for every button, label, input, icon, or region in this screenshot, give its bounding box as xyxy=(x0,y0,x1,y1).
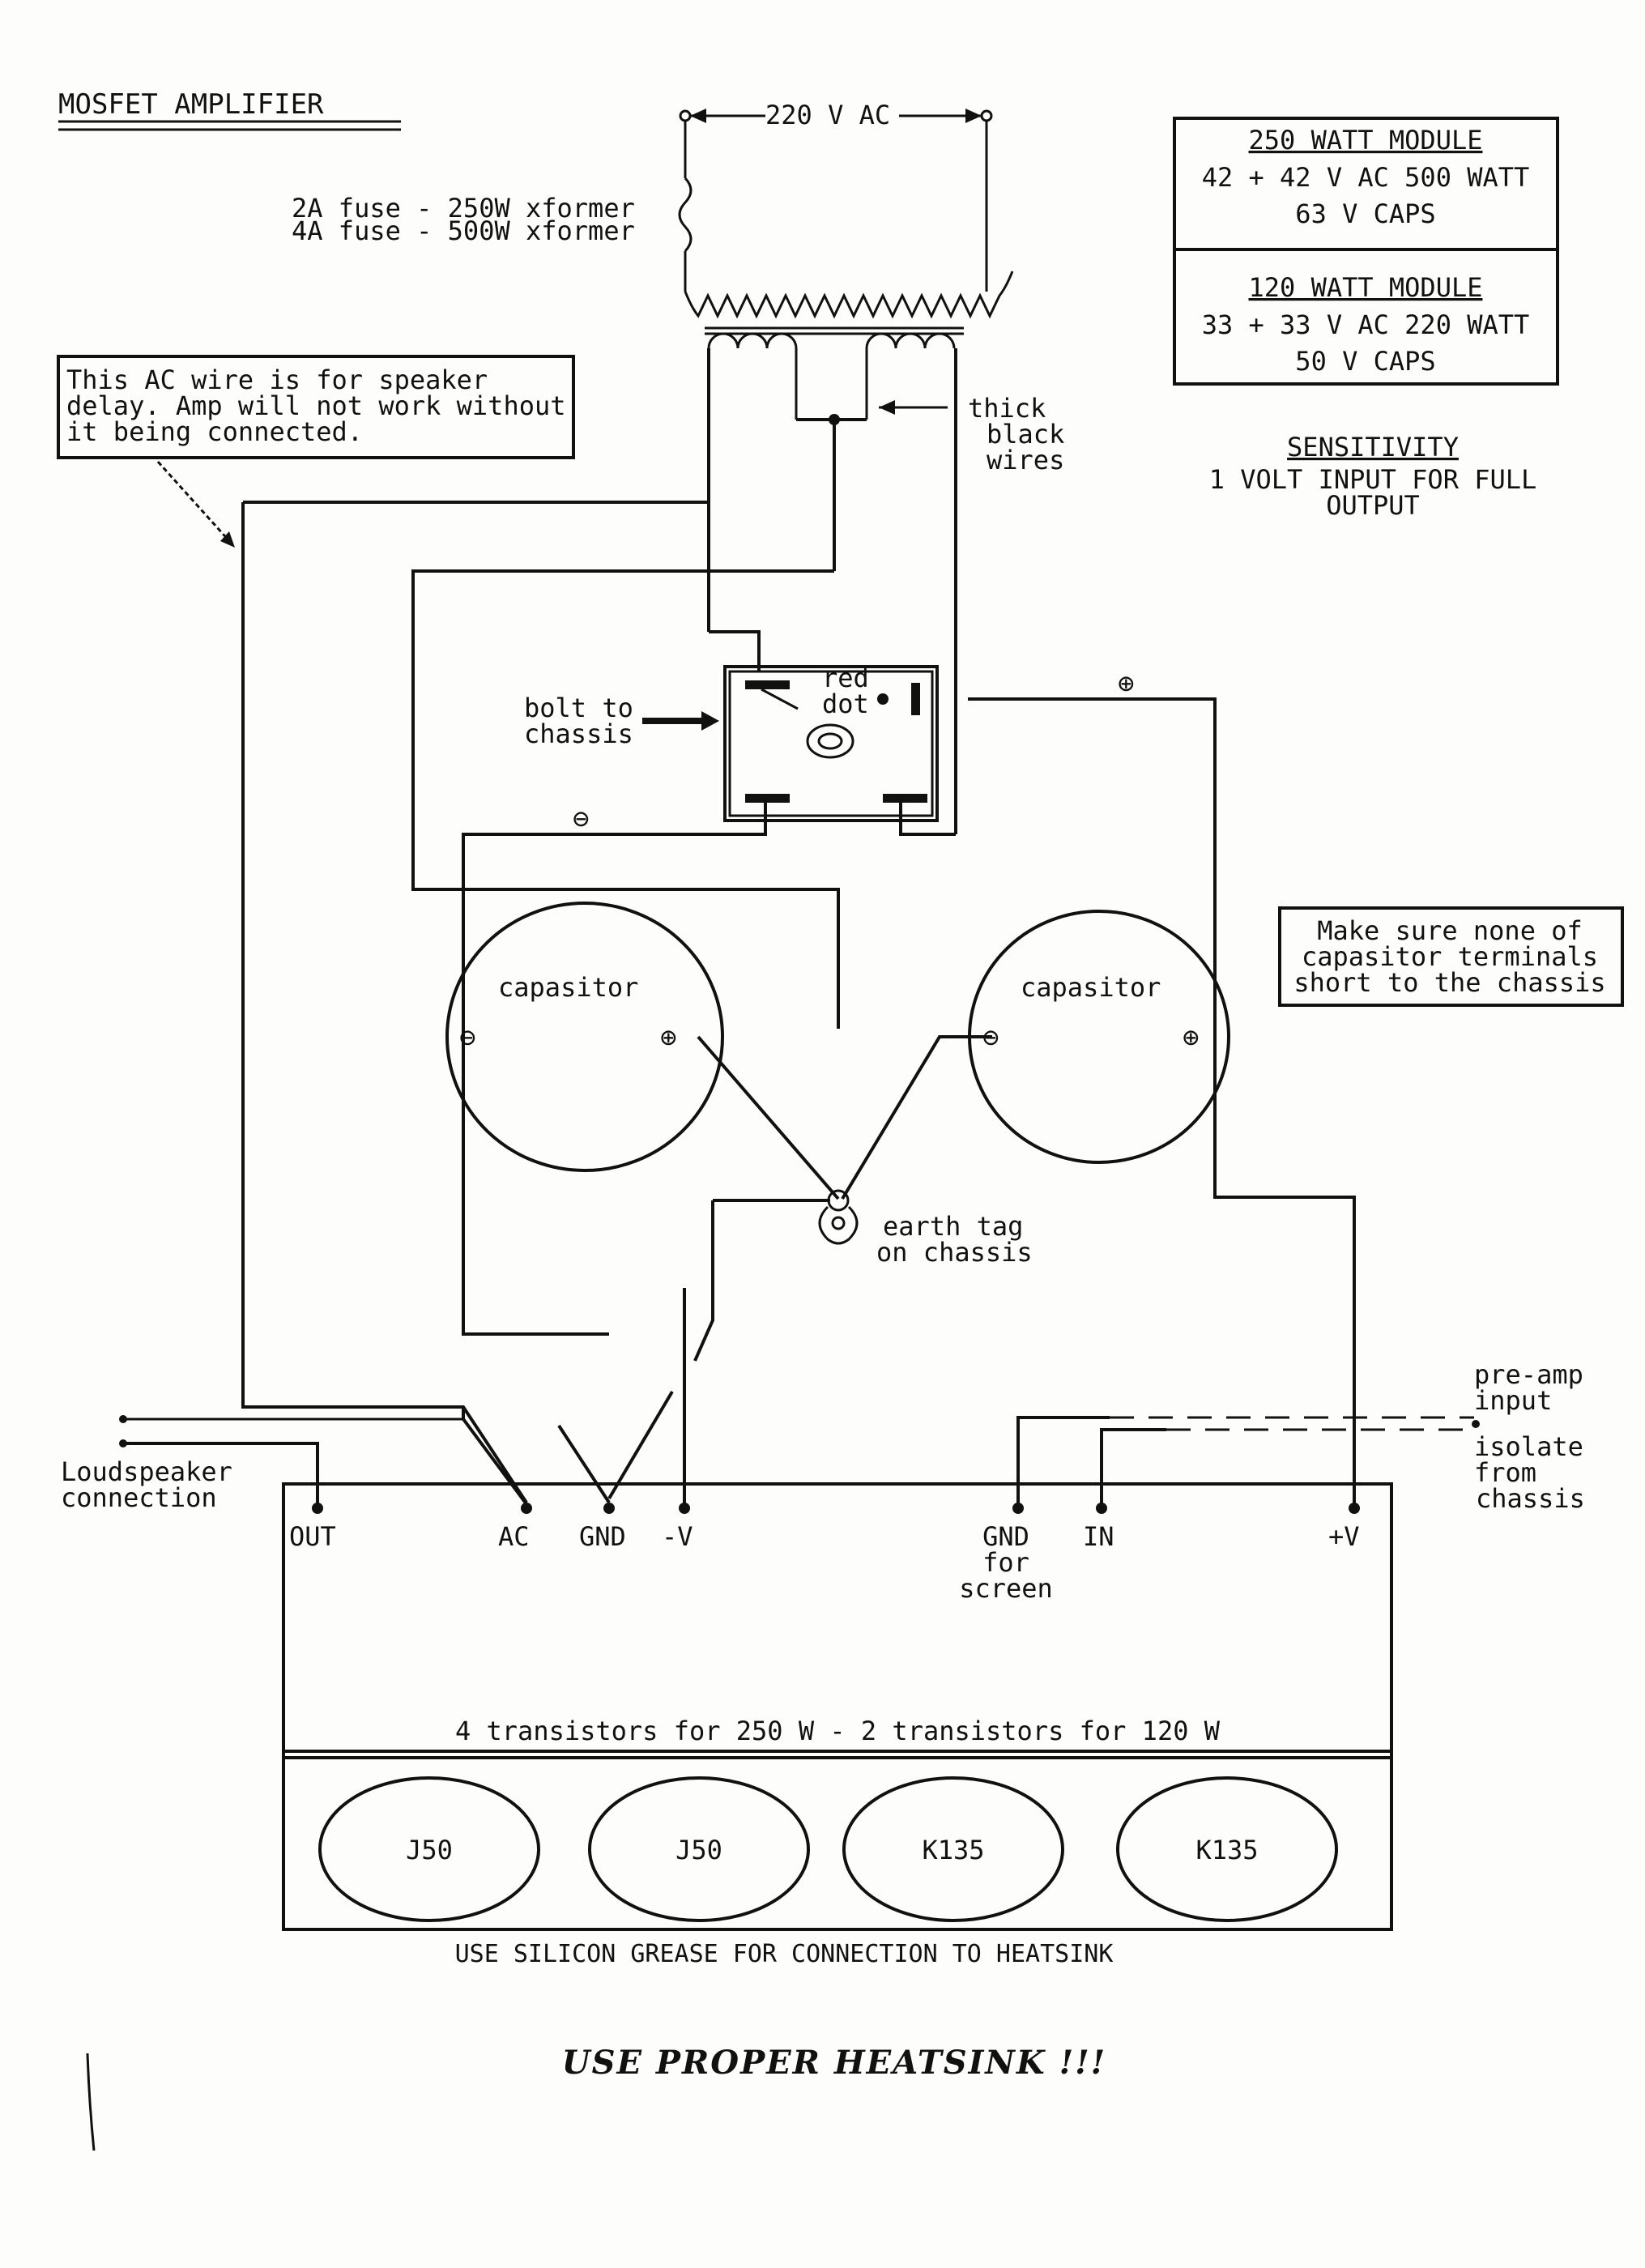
mains-voltage-label: 220 V AC xyxy=(765,100,890,130)
module-250-line-1: 42 + 42 V AC 500 WATT xyxy=(1202,162,1530,193)
red-dot-label: red xyxy=(822,663,869,693)
speaker-delay-note-box xyxy=(57,355,575,459)
transistor-4: K135 xyxy=(1116,1776,1338,1922)
loudspeaker-label-2: connection xyxy=(61,1482,217,1513)
pin-ac xyxy=(521,1503,532,1514)
centre-tap-wire xyxy=(411,569,840,1029)
short-warning-line-2: capasitor terminals xyxy=(1302,941,1598,972)
capacitor-left-pos: ⊕ xyxy=(660,1021,676,1054)
sensitivity-title: SENSITIVITY xyxy=(1287,432,1459,463)
negative-rail-sign: ⊖ xyxy=(573,803,589,835)
pin-out xyxy=(312,1503,323,1514)
isolate-label-1: isolate xyxy=(1474,1431,1583,1462)
sensitivity-line-1: 1 VOLT INPUT FOR FULL xyxy=(1209,464,1537,495)
module-120-title: 120 WATT MODULE xyxy=(1249,272,1483,303)
transistor-count-note: 4 transistors for 250 W - 2 transistors … xyxy=(455,1716,1221,1746)
pin-gnd-label: GND xyxy=(579,1521,626,1552)
amplifier-module xyxy=(282,1482,1393,1931)
bolt-label-1: bolt to xyxy=(524,693,633,723)
sensitivity-line-2: OUTPUT xyxy=(1326,490,1420,521)
transistor-3: K135 xyxy=(842,1776,1064,1922)
module-120-line-2: 50 V CAPS xyxy=(1295,346,1435,377)
pin-in xyxy=(1096,1503,1107,1514)
speaker-delay-note-line-3: it being connected. xyxy=(66,416,363,447)
capacitor-left: capasitor ⊖ ⊕ xyxy=(445,902,724,1172)
mains-input: 220 V AC xyxy=(679,100,993,292)
pin-pos-v xyxy=(1349,1503,1360,1514)
pin-gnd-screen xyxy=(1012,1503,1024,1514)
preamp-label-2: input xyxy=(1474,1385,1552,1416)
positive-rail-wire xyxy=(968,697,1356,1505)
bolt-label-2: chassis xyxy=(524,718,633,749)
svg-text:J50: J50 xyxy=(406,1835,453,1865)
isolate-label-2: from xyxy=(1474,1457,1536,1488)
negative-rail-wire xyxy=(462,802,767,1037)
module-120-line-1: 33 + 33 V AC 220 WATT xyxy=(1202,309,1530,340)
pin-pos-v-label: +V xyxy=(1328,1521,1360,1552)
transistor-1: J50 xyxy=(318,1776,540,1922)
pin-in-label: IN xyxy=(1083,1521,1114,1552)
fuse xyxy=(678,177,693,292)
bridge-rectifier: red dot xyxy=(723,663,939,822)
transformer-symbol xyxy=(684,271,1014,830)
fuse-500w-label: 4A fuse - 500W xformer xyxy=(292,215,635,246)
short-warning-line-3: short to the chassis xyxy=(1293,967,1605,998)
pin-gnd-screen-label-2: for xyxy=(982,1547,1029,1578)
pin-out-label: OUT xyxy=(289,1521,336,1552)
earth-tag-label-1: earth tag xyxy=(883,1211,1023,1242)
earth-tag-label-2: on chassis xyxy=(876,1237,1033,1268)
isolate-label-3: chassis xyxy=(1476,1483,1585,1514)
short-warning-line-1: Make sure none of xyxy=(1317,915,1583,946)
transistor-2: J50 xyxy=(588,1776,810,1922)
loudspeaker-label-1: Loudspeaker xyxy=(61,1456,232,1487)
pin-gnd xyxy=(603,1503,615,1514)
module-250-title: 250 WATT MODULE xyxy=(1249,125,1483,156)
pin-neg-v-label: -V xyxy=(662,1521,693,1552)
red-dot-label-2: dot xyxy=(822,688,869,719)
short-warning-box xyxy=(1278,906,1624,1007)
capacitor-right-label: capasitor xyxy=(1021,972,1161,1003)
svg-text:J50: J50 xyxy=(675,1835,722,1865)
thick-wires-label-3: wires xyxy=(987,445,1064,475)
capacitor-left-label: capasitor xyxy=(498,972,638,1003)
pin-ac-label: AC xyxy=(498,1521,530,1552)
speaker-delay-note-line-1: This AC wire is for speaker xyxy=(66,364,488,395)
speaker-delay-arrow xyxy=(156,460,232,544)
speaker-delay-note-line-2: delay. Amp will not work without xyxy=(66,390,566,421)
capacitor-right-pos: ⊕ xyxy=(1183,1021,1199,1054)
pin-neg-v xyxy=(679,1503,690,1514)
margin-mark xyxy=(86,2053,96,2151)
positive-rail-sign: ⊕ xyxy=(1118,667,1134,700)
diagram-title: MOSFET AMPLIFIER xyxy=(58,88,324,121)
fuse-250w-label: 2A fuse - 250W xformer xyxy=(292,193,635,224)
module-250-line-2: 63 V CAPS xyxy=(1295,198,1435,229)
silicon-grease-note: USE SILICON GREASE FOR CONNECTION TO HEA… xyxy=(455,1940,1114,1968)
svg-text:K135: K135 xyxy=(922,1835,984,1865)
pin-gnd-screen-label-3: screen xyxy=(959,1573,1053,1604)
heatsink-warning: USE PROPER HEATSINK !!! xyxy=(562,2044,1107,2082)
pin-gnd-screen-label-1: GND xyxy=(982,1521,1029,1552)
svg-text:K135: K135 xyxy=(1195,1835,1258,1865)
preamp-label-1: pre-amp xyxy=(1474,1359,1583,1390)
thick-wires-label-2: black xyxy=(987,419,1064,450)
fuse-symbol xyxy=(678,177,693,253)
thick-wires-label: thick xyxy=(968,393,1046,424)
earth-tag xyxy=(818,1189,859,1245)
capacitor-right: capasitor ⊖ ⊕ xyxy=(968,910,1230,1164)
